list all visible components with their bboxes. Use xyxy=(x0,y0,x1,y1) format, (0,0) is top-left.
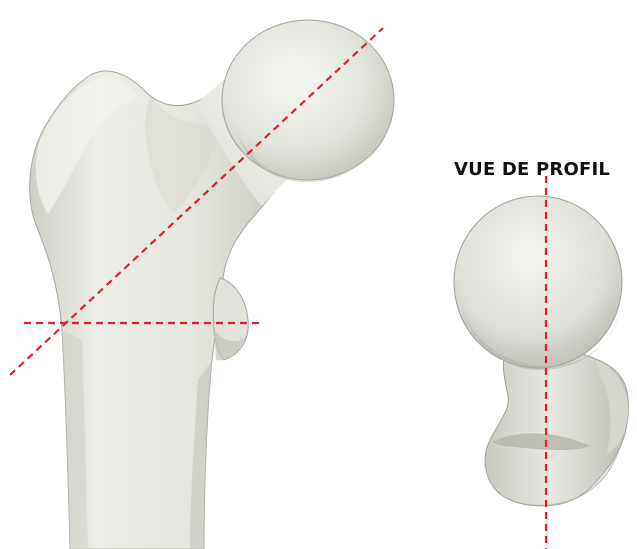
femur-front-view xyxy=(10,20,394,549)
femoral-head xyxy=(222,20,394,180)
profile-femoral-head xyxy=(454,196,622,368)
profile-view-label: VUE DE PROFIL xyxy=(454,159,610,180)
femur-profile-view xyxy=(454,176,628,549)
